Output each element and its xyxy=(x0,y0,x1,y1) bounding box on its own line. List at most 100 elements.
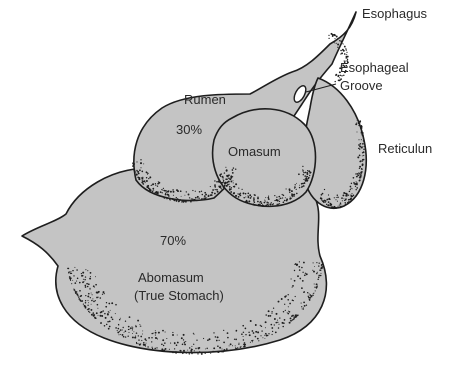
stipple-dot xyxy=(177,190,179,192)
stipple-dot xyxy=(95,276,96,277)
stipple-dot xyxy=(259,204,260,205)
stipple-dot xyxy=(299,278,301,280)
stipple-dot xyxy=(267,204,268,205)
stipple-dot xyxy=(363,155,364,156)
stipple-dot xyxy=(203,338,204,339)
stipple-dot xyxy=(89,278,91,280)
stipple-dot xyxy=(325,200,327,202)
stipple-dot xyxy=(87,305,88,306)
stipple-dot xyxy=(161,344,163,346)
stipple-dot xyxy=(359,122,360,123)
stipple-dot xyxy=(172,352,173,353)
stipple-dot xyxy=(105,306,107,308)
stipple-dot xyxy=(334,38,335,39)
stipple-dot xyxy=(87,300,88,301)
label-rumen: Rumen xyxy=(184,92,226,107)
stipple-dot xyxy=(287,313,289,315)
stipple-dot xyxy=(337,38,338,39)
stipple-dot xyxy=(150,189,152,191)
stipple-dot xyxy=(299,261,300,262)
stipple-dot xyxy=(332,34,334,36)
stipple-dot xyxy=(164,190,166,192)
stipple-dot xyxy=(93,285,95,287)
stipple-dot xyxy=(343,44,344,45)
stipple-dot xyxy=(297,275,299,277)
stipple-dot xyxy=(140,159,141,160)
stipple-dot xyxy=(78,298,80,300)
stipple-dot xyxy=(253,197,255,199)
stipple-dot xyxy=(191,198,192,199)
stipple-dot xyxy=(132,333,133,334)
stipple-dot xyxy=(207,339,209,341)
stipple-dot xyxy=(155,183,156,184)
stipple-dot xyxy=(108,303,110,305)
stipple-dot xyxy=(195,197,197,199)
stipple-dot xyxy=(268,198,270,200)
stipple-dot xyxy=(124,332,125,333)
stipple-dot xyxy=(141,177,142,178)
stipple-dot xyxy=(358,144,360,146)
stipple-dot xyxy=(306,179,308,181)
stipple-dot xyxy=(139,324,140,325)
stipple-dot xyxy=(341,197,343,199)
stipple-dot xyxy=(201,353,203,355)
stipple-dot xyxy=(290,198,291,199)
stipple-dot xyxy=(140,336,142,338)
stipple-dot xyxy=(144,338,146,340)
stipple-dot xyxy=(142,180,143,181)
stipple-dot xyxy=(151,337,152,338)
stipple-dot xyxy=(309,297,311,299)
stipple-dot xyxy=(70,271,71,272)
label-rumen-percent: 30% xyxy=(176,122,202,137)
stipple-dot xyxy=(336,197,337,198)
stipple-dot xyxy=(255,336,257,338)
stipple-dot xyxy=(151,185,152,186)
stipple-dot xyxy=(339,205,340,206)
stipple-dot xyxy=(208,195,209,196)
stipple-dot xyxy=(153,190,154,191)
stipple-dot xyxy=(337,201,338,202)
stipple-dot xyxy=(240,195,242,197)
stipple-dot xyxy=(95,300,96,301)
stipple-dot xyxy=(217,191,219,193)
stipple-dot xyxy=(362,160,363,161)
stipple-dot xyxy=(138,178,139,179)
stipple-dot xyxy=(136,161,137,162)
stipple-dot xyxy=(170,343,171,344)
stipple-dot xyxy=(214,193,216,195)
stipple-dot xyxy=(127,335,128,336)
stipple-dot xyxy=(90,297,91,298)
stipple-dot xyxy=(264,335,265,336)
stipple-dot xyxy=(157,183,159,185)
stipple-dot xyxy=(303,262,305,264)
stipple-dot xyxy=(345,48,346,49)
stipple-dot xyxy=(148,178,149,179)
stipple-dot xyxy=(74,289,76,291)
stipple-dot xyxy=(264,338,265,339)
stipple-dot xyxy=(162,339,164,341)
stipple-dot xyxy=(81,273,82,274)
stipple-dot xyxy=(74,282,76,284)
stipple-dot xyxy=(96,297,98,299)
stipple-dot xyxy=(125,330,127,332)
stipple-dot xyxy=(346,52,347,53)
label-abomasum-percent: 70% xyxy=(160,233,186,248)
stipple-dot xyxy=(238,344,239,345)
stipple-dot xyxy=(339,40,340,41)
stipple-dot xyxy=(195,348,196,349)
stipple-dot xyxy=(143,163,144,164)
stipple-dot xyxy=(306,273,308,275)
stipple-dot xyxy=(253,200,254,201)
stipple-dot xyxy=(236,348,238,350)
stipple-dot xyxy=(225,350,226,351)
stipple-dot xyxy=(163,349,165,351)
stipple-dot xyxy=(172,198,174,200)
stipple-dot xyxy=(109,326,111,328)
stipple-dot xyxy=(91,304,92,305)
stipple-dot xyxy=(282,194,283,195)
stipple-dot xyxy=(176,344,178,346)
stipple-dot xyxy=(217,345,219,347)
stipple-dot xyxy=(245,344,246,345)
stipple-dot xyxy=(162,330,164,332)
stipple-dot xyxy=(76,281,77,282)
